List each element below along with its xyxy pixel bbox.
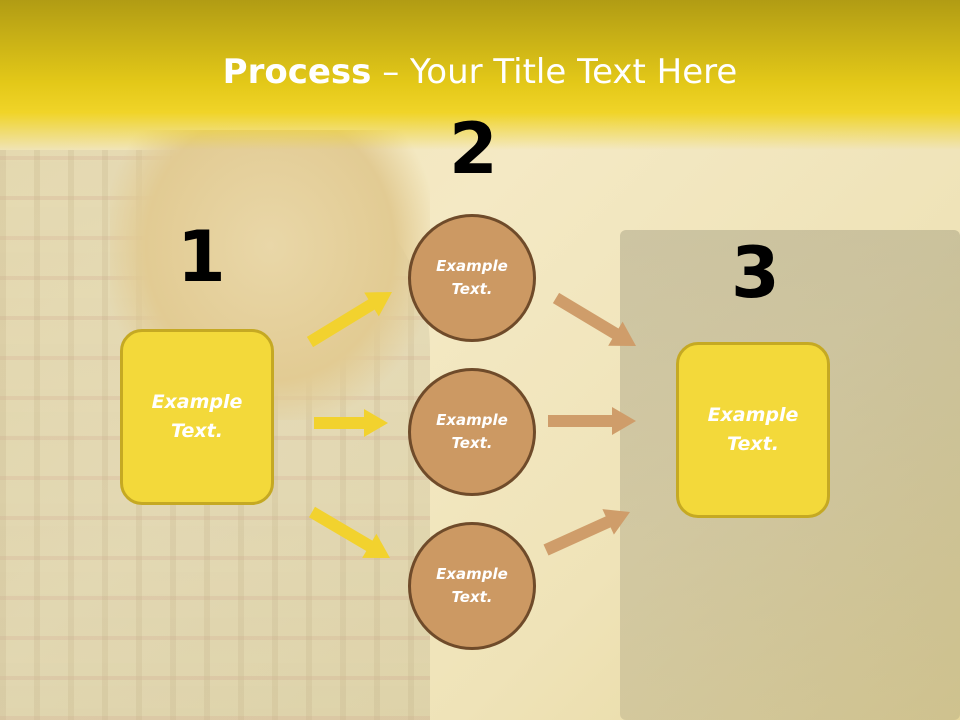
step-circle-middle[interactable]: Example Text. (408, 368, 536, 496)
tan-arrows (543, 292, 636, 556)
step-box-right-label: Example Text. (707, 404, 799, 455)
step-number-3: 3 (731, 232, 780, 314)
step-circle-top-label: Example Text. (436, 257, 508, 298)
step-circle-bottom[interactable]: Example Text. (408, 522, 536, 650)
step-circle-top[interactable]: Example Text. (408, 214, 536, 342)
slide-title: Process – Your Title Text Here (0, 52, 960, 92)
step-box-left-label: Example Text. (151, 391, 243, 442)
arrow-left-to-top (306, 292, 392, 348)
title-bold: Process (222, 52, 372, 92)
arrow-top-to-right (552, 292, 636, 346)
step-number-2: 2 (449, 108, 498, 190)
arrow-left-to-middle (314, 409, 388, 437)
arrow-middle-to-right (548, 407, 636, 435)
yellow-arrows (306, 292, 392, 558)
arrow-bottom-to-right (543, 509, 630, 556)
step-box-right[interactable]: Example Text. (676, 342, 830, 518)
step-box-left[interactable]: Example Text. (120, 329, 274, 505)
step-number-1: 1 (177, 216, 226, 298)
title-rest: Your Title Text Here (410, 52, 738, 92)
step-circle-bottom-label: Example Text. (436, 565, 508, 606)
arrow-left-to-bottom (309, 506, 390, 558)
step-circle-middle-label: Example Text. (436, 411, 508, 452)
header-band (0, 0, 960, 150)
title-separator: – (371, 52, 411, 92)
